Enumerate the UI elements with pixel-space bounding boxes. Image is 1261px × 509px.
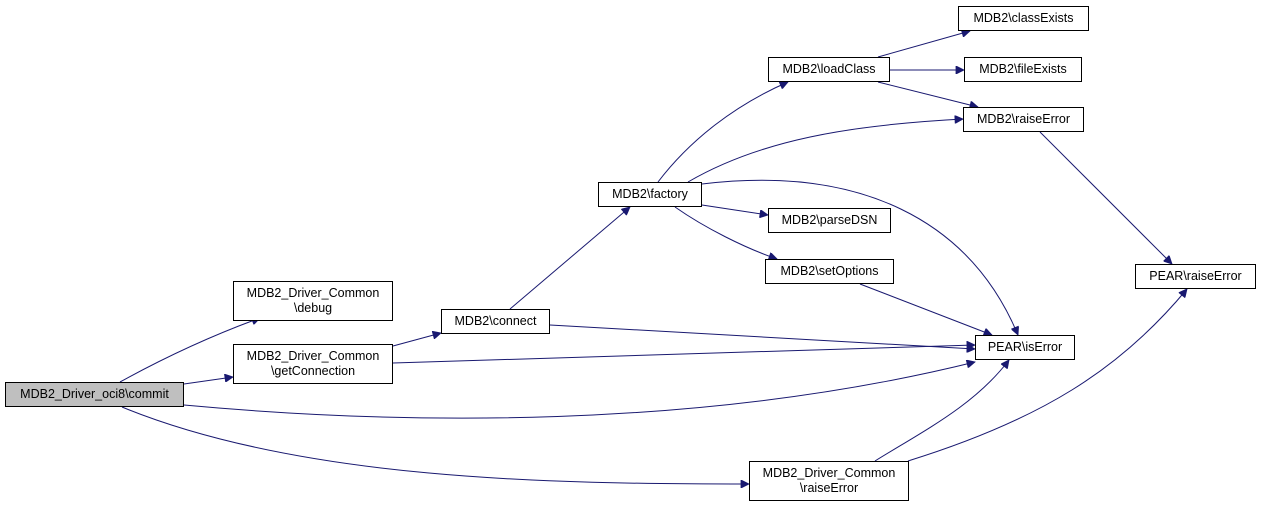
node-label-line: PEAR\isError	[987, 340, 1063, 354]
edge-commonRaiseError-to-pearIsError	[874, 360, 1009, 462]
node-set-options[interactable]: MDB2\setOptions	[765, 259, 894, 284]
node-file-exists[interactable]: MDB2\fileExists	[964, 57, 1082, 82]
edge-factory-to-pearIsError	[701, 179, 1018, 335]
edge-connect-to-pearIsError	[549, 324, 975, 349]
node-label-line: MDB2\raiseError	[976, 112, 1071, 126]
node-debug[interactable]: MDB2_Driver_Common\debug	[233, 281, 393, 321]
node-commit: MDB2_Driver_oci8\commit	[5, 382, 184, 407]
node-factory[interactable]: MDB2\factory	[598, 182, 702, 207]
node-label-line: MDB2\loadClass	[782, 62, 876, 76]
edge-factory-to-parseDSN	[701, 204, 768, 215]
node-mdb2-raise-error[interactable]: MDB2\raiseError	[963, 107, 1084, 132]
node-pear-is-error[interactable]: PEAR\isError	[975, 335, 1075, 360]
node-load-class[interactable]: MDB2\loadClass	[768, 57, 890, 82]
node-connect[interactable]: MDB2\connect	[441, 309, 550, 334]
node-label-line: MDB2_Driver_oci8\commit	[20, 387, 169, 401]
node-label-line: PEAR\raiseError	[1149, 269, 1242, 283]
node-class-exists[interactable]: MDB2\classExists	[958, 6, 1089, 31]
node-label-line: MDB2_Driver_Common	[762, 466, 896, 480]
node-pear-raise-error[interactable]: PEAR\raiseError	[1135, 264, 1256, 289]
edge-factory-to-mdb2RaiseError	[687, 119, 963, 183]
edge-factory-to-loadClass	[657, 82, 788, 183]
edge-connect-to-factory	[509, 207, 630, 310]
node-label-line: MDB2\setOptions	[780, 264, 879, 278]
node-label-line: MDB2\parseDSN	[781, 213, 878, 227]
node-label-line: MDB2\connect	[454, 314, 537, 328]
edge-factory-to-setOptions	[674, 206, 777, 259]
node-label-line: MDB2\classExists	[973, 11, 1074, 25]
edge-loadClass-to-classExists	[877, 31, 970, 58]
edge-commit-to-pearIsError	[183, 362, 975, 419]
edge-mdb2RaiseError-to-pearRaiseError	[1039, 131, 1172, 264]
edge-commit-to-commonRaiseError	[121, 406, 749, 484]
edge-commit-to-debug	[119, 318, 260, 383]
node-label-line: MDB2_Driver_Common	[246, 349, 380, 363]
edge-getConnection-to-connect	[392, 333, 441, 347]
edge-commit-to-getConnection	[183, 377, 233, 385]
node-label-line: MDB2\fileExists	[979, 62, 1067, 76]
edge-loadClass-to-mdb2RaiseError	[877, 81, 978, 107]
node-label-line: \raiseError	[799, 481, 859, 495]
edge-getConnection-to-pearIsError	[392, 345, 975, 364]
node-get-connection[interactable]: MDB2_Driver_Common\getConnection	[233, 344, 393, 384]
node-parse-dsn[interactable]: MDB2\parseDSN	[768, 208, 891, 233]
node-label-line: \getConnection	[270, 364, 356, 378]
node-label-line: MDB2\factory	[612, 187, 688, 201]
node-label-line: MDB2_Driver_Common	[246, 286, 380, 300]
edge-setOptions-to-pearIsError	[859, 283, 992, 335]
node-label-line: \debug	[293, 301, 333, 315]
node-common-raise-error[interactable]: MDB2_Driver_Common\raiseError	[749, 461, 909, 501]
edge-commonRaiseError-to-pearRaiseError	[907, 289, 1187, 462]
